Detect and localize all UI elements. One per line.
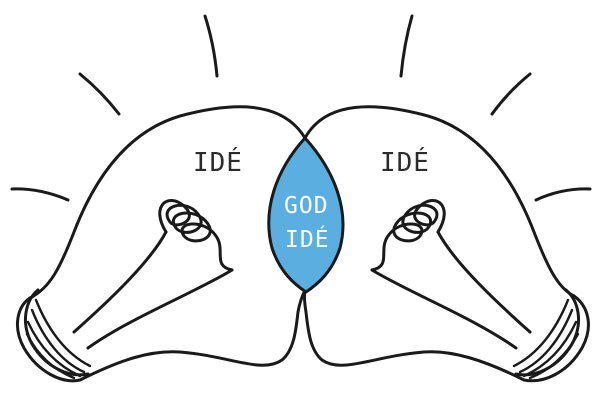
- right-bulb-label: IDÉ: [380, 146, 430, 178]
- right-bulb: IDÉ: [305, 107, 589, 381]
- overlap-label-line2: IDÉ: [285, 225, 330, 253]
- overlap-label-line1: GOD: [284, 193, 329, 219]
- left-bulb: IDÉ: [17, 107, 306, 381]
- left-bulb-label: IDÉ: [193, 146, 243, 178]
